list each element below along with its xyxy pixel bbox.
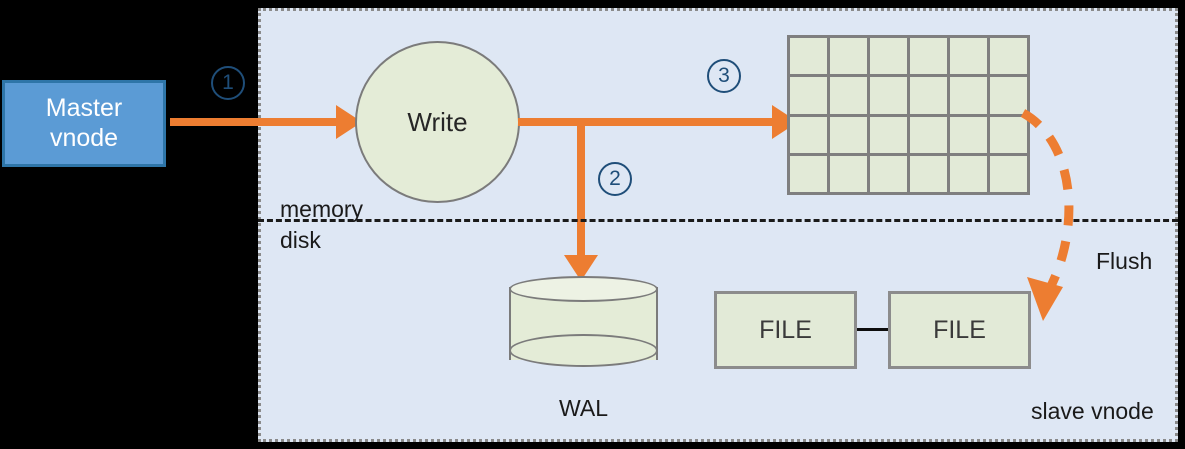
write-node: Write xyxy=(355,41,520,203)
step-number-2: 2 xyxy=(598,162,632,196)
file-box-label: FILE xyxy=(933,315,986,344)
memory-disk-divider xyxy=(258,219,1178,222)
memtable-cell xyxy=(950,155,987,192)
memtable-cell xyxy=(870,155,907,192)
file-box: FILE xyxy=(888,291,1031,369)
wal-cylinder-bottom xyxy=(509,334,658,367)
memtable-cell xyxy=(790,77,827,114)
memtable-cell xyxy=(830,155,867,192)
memtable-cell xyxy=(910,116,947,153)
write-node-label: Write xyxy=(407,106,468,137)
memtable-cell xyxy=(790,116,827,153)
memtable-cell xyxy=(790,38,827,75)
wal-label: WAL xyxy=(559,395,608,421)
memory-label: memory xyxy=(280,196,364,222)
memtable-cell xyxy=(910,155,947,192)
arrow-write-to-wal-line xyxy=(577,118,585,263)
memtable-cell xyxy=(990,38,1027,75)
memtable-grid xyxy=(787,35,1030,195)
memtable-cell xyxy=(990,77,1027,114)
step-number-3: 3 xyxy=(707,59,741,93)
memtable-cell xyxy=(950,77,987,114)
arrow-write-to-memtable-line xyxy=(518,118,778,126)
file-box-label: FILE xyxy=(759,315,812,344)
master-vnode-label-line2: vnode xyxy=(49,123,119,152)
memtable-cell xyxy=(870,38,907,75)
memtable-cell xyxy=(910,77,947,114)
memtable-cell xyxy=(950,116,987,153)
memtable-cell xyxy=(830,116,867,153)
memtable-cell xyxy=(910,38,947,75)
flush-label: Flush xyxy=(1096,248,1153,274)
master-vnode-box: Master vnode xyxy=(2,80,166,167)
memtable-cell xyxy=(790,155,827,192)
memtable-cell xyxy=(830,77,867,114)
memtable-cell xyxy=(870,116,907,153)
wal-cylinder-top xyxy=(509,276,658,302)
file-box: FILE xyxy=(714,291,857,369)
slave-vnode-label: slave vnode xyxy=(1031,398,1154,424)
flush-arrow xyxy=(1020,109,1074,321)
memtable-cell xyxy=(950,38,987,75)
arrow-master-to-write-line xyxy=(170,118,340,126)
disk-label: disk xyxy=(280,227,321,253)
memtable-cell xyxy=(990,116,1027,153)
memtable-cell xyxy=(990,155,1027,192)
memtable-cell xyxy=(830,38,867,75)
file-connector-line xyxy=(857,328,888,331)
step-number-1: 1 xyxy=(211,66,245,100)
wal-cylinder xyxy=(509,276,658,371)
master-vnode-label-line1: Master xyxy=(45,94,123,122)
memtable-cell xyxy=(870,77,907,114)
